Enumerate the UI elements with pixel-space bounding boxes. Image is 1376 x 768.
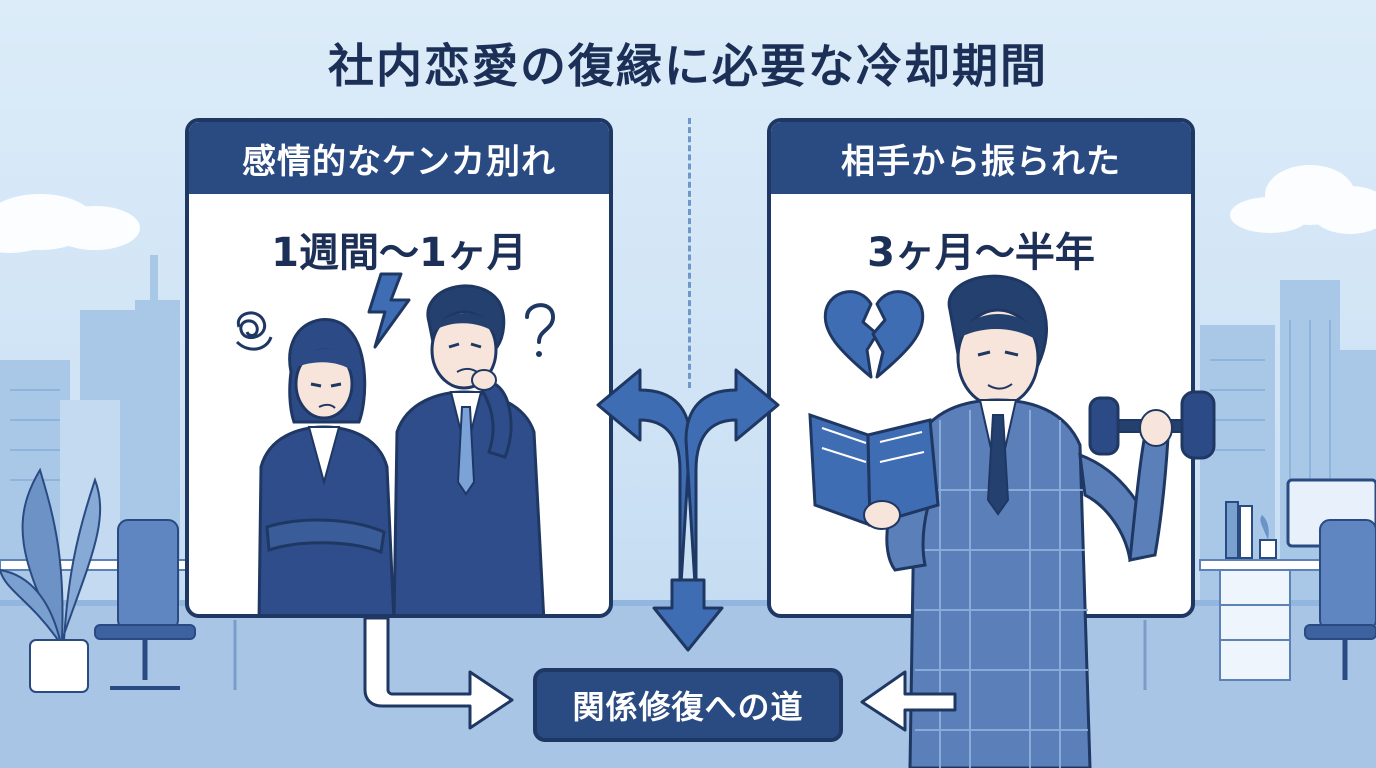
center-divider [688,118,691,388]
lightning-icon [367,272,411,349]
cloud-left [0,194,140,253]
scribble-icon [235,311,273,351]
office-chair-right [1304,519,1376,680]
woman-figure [257,318,396,614]
broken-heart-icon [823,290,925,379]
office-chair-left [94,519,196,690]
cloud-right [1230,165,1376,234]
arguing-couple-illustration [235,272,555,614]
page-title: 社内恋愛の復縁に必要な冷却期間 [328,39,1048,93]
man-figure [392,284,546,614]
book-icon [808,412,940,528]
self-improving-man-illustration [808,274,1216,768]
panel-right-duration: 3ヶ月〜半年 [867,230,1095,276]
panel-left-duration: 1週間〜1ヶ月 [271,230,527,276]
panel-right-heading: 相手から振られた [771,122,1191,194]
goal-box: 関係修復への道 [533,668,843,742]
question-icon [525,303,555,357]
plant-icon [0,467,102,693]
panel-left-heading: 感情的なケンカ別れ [189,122,609,194]
broken-heart-art [823,290,925,379]
panel-emotional-fight: 感情的なケンカ別れ 1週間〜1ヶ月 [185,118,613,618]
